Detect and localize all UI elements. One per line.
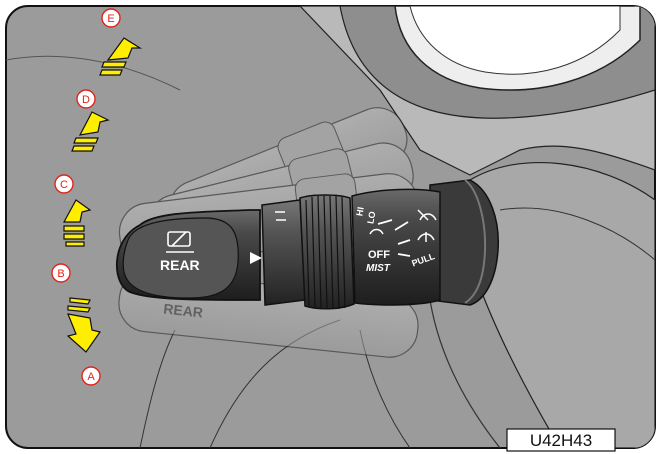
front-wiper-icon xyxy=(417,209,437,221)
position-label-e: E xyxy=(101,8,121,28)
ring-mist-label: MIST xyxy=(366,263,391,274)
movement-arrows xyxy=(62,37,143,353)
arrow-down-a xyxy=(66,297,101,353)
position-label-a: A xyxy=(81,366,101,386)
position-marker-triangle xyxy=(250,252,262,264)
position-label-d: D xyxy=(76,89,96,109)
lever-base xyxy=(429,179,499,306)
rear-button-label: REAR xyxy=(160,257,200,273)
dashboard-background xyxy=(6,6,655,448)
rotary-ring-rear xyxy=(261,199,306,306)
position-label-c: C xyxy=(54,174,74,194)
arrow-up-c xyxy=(62,199,92,247)
washer-icon xyxy=(417,232,435,242)
wiper-lever-main: REAR xyxy=(116,188,441,310)
figure-code-box: U42H43 xyxy=(506,428,616,452)
svg-text:B: B xyxy=(57,268,64,280)
position-labels: E D C B A xyxy=(51,8,121,386)
ring-hi-label: HI xyxy=(354,206,365,217)
ghost-rear-text: REAR xyxy=(163,301,204,321)
ring-wiper-small-icon xyxy=(369,228,384,235)
ring-off-label: OFF xyxy=(368,249,390,261)
arrow-up-e xyxy=(99,37,143,76)
svg-text:A: A xyxy=(87,371,95,383)
svg-text:D: D xyxy=(82,94,90,106)
figure-code: U42H43 xyxy=(530,431,592,450)
svg-text:C: C xyxy=(60,179,68,191)
rear-wiper-icon xyxy=(166,231,194,253)
position-label-b: B xyxy=(51,263,71,283)
rotary-ring-front: HI LO OFF MIST PULL xyxy=(351,188,441,306)
ring-lo-label: LO xyxy=(365,211,377,225)
arrow-up-d xyxy=(71,111,110,152)
svg-text:E: E xyxy=(107,13,114,25)
knurled-ring xyxy=(299,194,355,310)
